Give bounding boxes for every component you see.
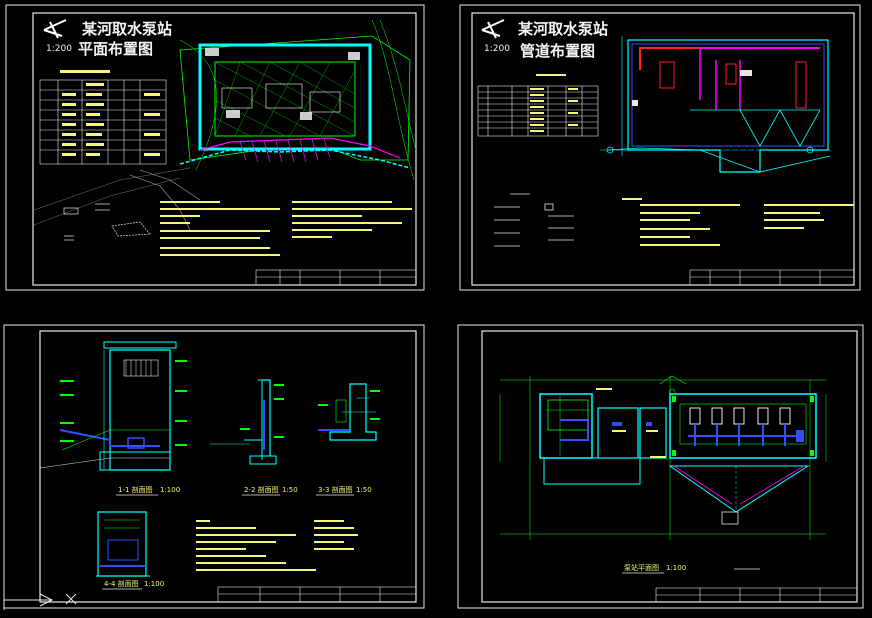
pipe-plan-drawing	[600, 36, 831, 173]
legend-table-text	[60, 70, 160, 156]
sheet-2-outer-frame	[459, 4, 861, 291]
sheet-3-notes	[196, 520, 358, 571]
section-4-4-scale: 1:100	[144, 580, 164, 588]
sheet-2-subtitle: 管道布置图	[520, 42, 595, 60]
sheet-sections: 1-1 剖面图 1:100 2-2 剖面图 1:50	[3, 324, 425, 609]
sheet-3-border	[39, 330, 417, 603]
section-1-1-caption: 1-1 剖面图 1:100	[116, 485, 180, 496]
sheet-3-outer-frame	[3, 324, 425, 609]
section-2-2-labels	[240, 384, 284, 438]
sheet-4-outer-frame	[457, 324, 864, 609]
section-1-1-title: 1-1 剖面图	[118, 485, 153, 494]
sheet-4-title-block	[655, 587, 858, 603]
section-3-3-caption: 3-3 剖面图 1:50	[316, 485, 372, 496]
sheet-1-title: 某河取水泵站	[82, 20, 172, 38]
ucs-icon	[3, 586, 77, 610]
section-3-3-labels	[318, 390, 380, 420]
sheet-1-title-block	[255, 269, 417, 286]
sheet-1-notes	[160, 201, 412, 256]
sheet-1-scale: 1:200	[46, 44, 72, 54]
sheet-2-title: 某河取水泵站	[518, 20, 608, 38]
pump-plan-caption: 泵站平面图 1:100	[622, 563, 760, 574]
sheet-1-symbol-details	[63, 203, 151, 241]
section-1-1-labels	[60, 360, 187, 446]
sheet-pipe-layout: 某河取水泵站 管道布置图 1:200	[459, 4, 861, 291]
section-3-3-title: 3-3 剖面图	[318, 485, 353, 494]
section-2-2-scale: 1:50	[282, 486, 298, 494]
pump-plan-title: 泵站平面图	[624, 563, 659, 572]
sheet-3-title-block	[217, 586, 417, 603]
north-arrow-icon	[43, 19, 67, 39]
site-plan-drawing	[33, 19, 417, 231]
sheet-pump-plan: 泵站平面图 1:100	[457, 324, 864, 609]
section-4-4-drawing	[96, 511, 150, 577]
sheet-site-plan: 某河取水泵站 平面布置图 1:200	[5, 4, 425, 291]
sheet-1-outer-frame	[5, 4, 425, 291]
section-1-1-scale: 1:100	[160, 486, 180, 494]
legend-table	[39, 79, 167, 165]
sheet-2-border	[471, 12, 855, 286]
sheet-2-notes	[622, 198, 854, 246]
sheet-2-legend-symbols	[494, 193, 574, 247]
pump-plan-scale: 1:100	[666, 564, 686, 572]
section-1-1-drawing	[39, 341, 177, 471]
sheet-2-scale: 1:200	[484, 44, 510, 54]
pipe-schedule-table-text	[530, 74, 578, 132]
section-4-4-caption: 4-4 剖面图 1:100	[102, 579, 164, 590]
section-2-2-drawing	[210, 379, 277, 465]
section-2-2-caption: 2-2 剖面图 1:50	[242, 485, 298, 496]
section-2-2-title: 2-2 剖面图	[244, 485, 279, 494]
north-arrow-icon	[481, 19, 505, 39]
sheet-1-border	[32, 12, 417, 286]
sheet-1-subtitle: 平面布置图	[78, 40, 153, 58]
sheet-2-title-block	[689, 269, 855, 286]
section-3-3-drawing	[318, 383, 377, 441]
pipe-schedule-table	[477, 85, 599, 137]
section-3-3-scale: 1:50	[356, 486, 372, 494]
pump-plan-drawing	[499, 375, 827, 540]
section-4-4-title: 4-4 剖面图	[104, 579, 139, 588]
